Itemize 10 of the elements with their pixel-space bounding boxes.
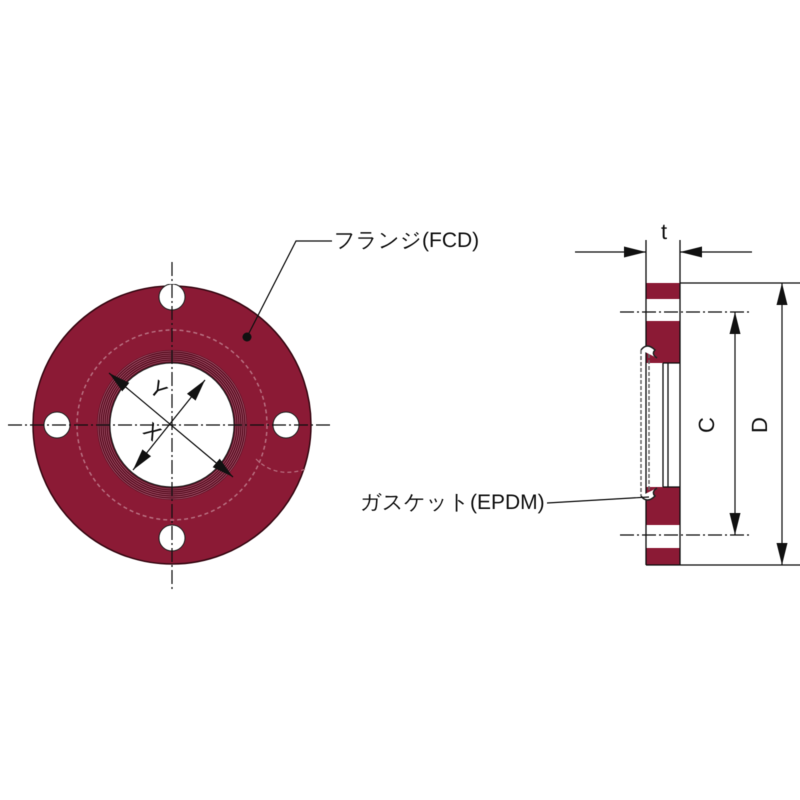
- leader-line: [546, 496, 650, 504]
- dimension-label: C: [695, 417, 719, 433]
- dimension-label: X: [138, 418, 166, 446]
- dimension-label: D: [748, 417, 772, 433]
- part-label: ガスケット(EPDM): [360, 491, 545, 515]
- leader-line: [242, 240, 332, 342]
- dimension-label: Y: [144, 376, 172, 404]
- flange-drawing: [31, 284, 313, 566]
- dimension-label: t: [660, 220, 668, 244]
- part-label: フランジ(FCD): [334, 229, 480, 253]
